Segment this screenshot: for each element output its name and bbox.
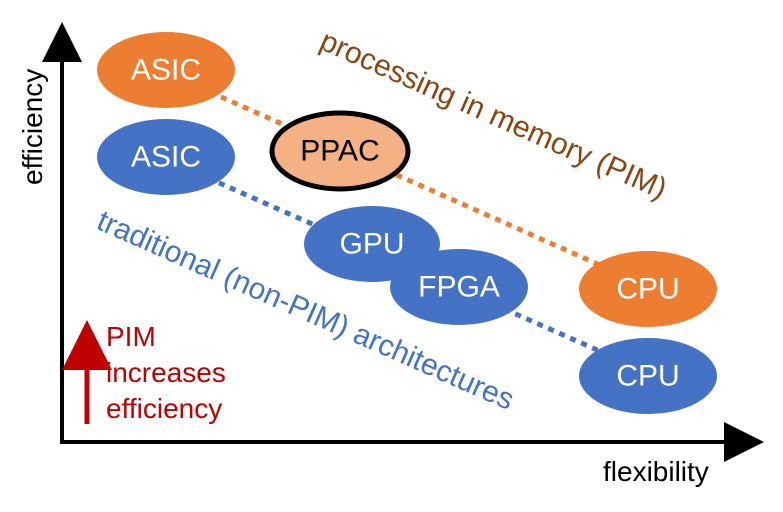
x-axis-label: flexibility: [603, 456, 709, 487]
asic-traditional-node: [97, 119, 235, 195]
note-line-2: increases: [106, 357, 226, 388]
fpga-node: [390, 249, 528, 325]
asic-pim-node: [97, 32, 235, 108]
ppac-node: [269, 110, 411, 192]
fpga-label: FPGA: [418, 271, 500, 304]
cpu-traditional-node: [579, 338, 717, 414]
ppac-label: PPAC: [300, 135, 379, 168]
note-line-3: efficiency: [106, 393, 222, 424]
note-line-1: PIM: [106, 321, 156, 352]
cpu-traditional-label: CPU: [616, 360, 679, 393]
cpu-pim-node: [579, 251, 717, 327]
y-axis-label: efficiency: [17, 69, 48, 185]
asic-traditional-label: ASIC: [131, 141, 201, 174]
asic-pim-label: ASIC: [131, 54, 201, 87]
gpu-label: GPU: [339, 228, 404, 261]
cpu-pim-label: CPU: [616, 273, 679, 306]
